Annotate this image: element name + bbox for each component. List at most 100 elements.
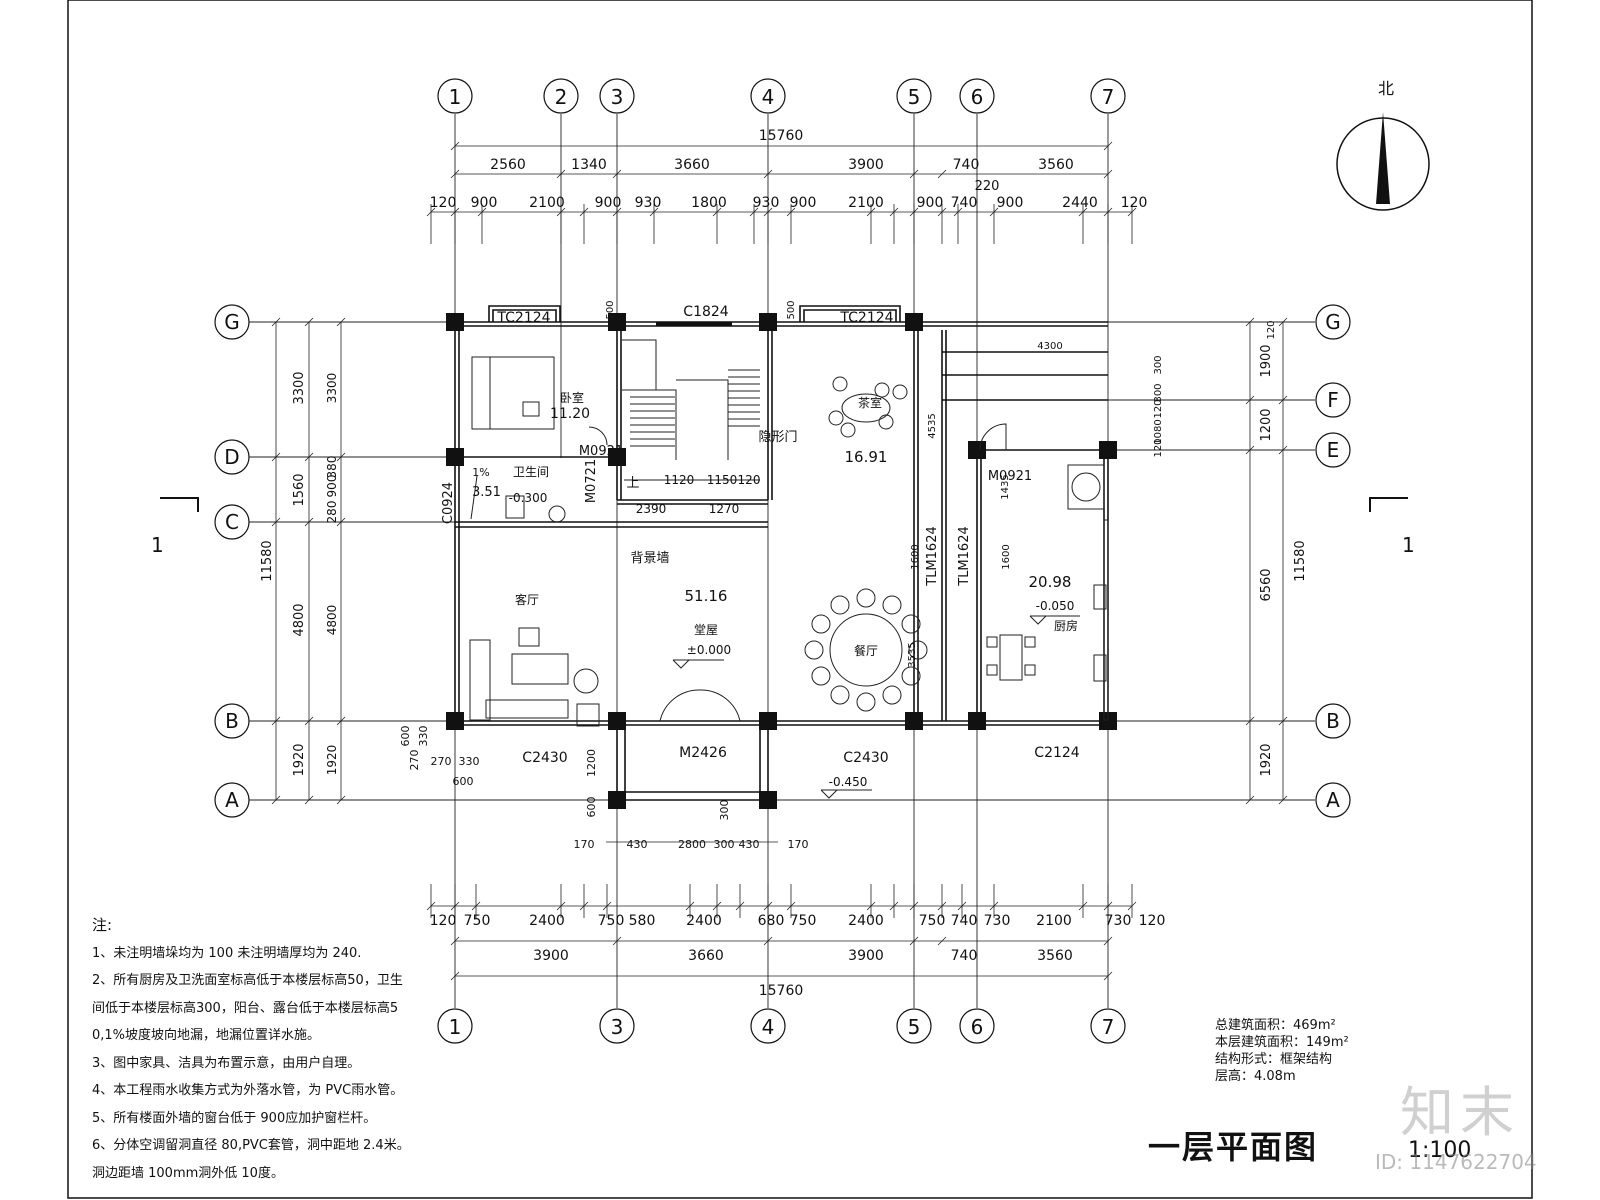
- dim-bottom-sub: 750: [464, 913, 491, 929]
- room-tearoom-area: 16.91: [845, 448, 888, 466]
- axis-bubble: [599, 78, 635, 114]
- room-bedroom-area: 11.20: [550, 406, 590, 422]
- axis-bubble: [437, 1008, 473, 1044]
- dim-top-mid: 3900: [848, 157, 884, 173]
- dim-bottom-sub: 2400: [848, 913, 884, 929]
- dim-tick: [271, 716, 281, 726]
- room-kitchen: 厨房: [1054, 618, 1078, 633]
- axis-label-right: E: [1327, 438, 1340, 462]
- north-label: 北: [1378, 79, 1394, 98]
- axis-bubble: [1315, 304, 1351, 340]
- dim-tick: [450, 141, 460, 151]
- door-swing: [979, 423, 1007, 451]
- dim-tick: [1245, 795, 1255, 805]
- axis-label-bottom: 5: [908, 1015, 921, 1039]
- dining-chair: [811, 614, 831, 634]
- dim-tick: [909, 169, 919, 179]
- dim-misc: 1600: [1001, 544, 1012, 569]
- structural-column: [905, 313, 923, 331]
- dim-porch: 170: [788, 838, 809, 851]
- dim-tick: [937, 936, 947, 946]
- dim-tick: [909, 936, 919, 946]
- axis-label-right: F: [1327, 388, 1339, 412]
- dim-tick: [271, 795, 281, 805]
- toilet: [505, 495, 525, 519]
- general-notes: 注: 1、未注明墙垛均为 100 未注明墙厚均为 240. 2、所有厨房及卫洗面…: [92, 912, 422, 1187]
- dining-chair: [901, 666, 921, 686]
- dim-bottom-sub: 730: [984, 913, 1011, 929]
- level-mark: [1029, 615, 1047, 625]
- structural-column: [905, 712, 923, 730]
- dim-top-sub: 1800: [691, 195, 727, 211]
- dim-tick: [612, 169, 622, 179]
- dim-tick: [304, 716, 314, 726]
- dim-tick: [1103, 936, 1113, 946]
- label-door-m0921-kitchen: M0921: [988, 469, 1032, 484]
- dim-top-mid: 2560: [490, 157, 526, 173]
- dim-top-mid: 3560: [1038, 157, 1074, 173]
- dim-bottom-sub: 750: [598, 913, 625, 929]
- bay-window: [492, 309, 557, 322]
- fridge: [1067, 464, 1105, 510]
- note-line-4: 0,1%坡度坡向地漏，地漏位置详水施。: [92, 1028, 321, 1043]
- axis-label-top: 1: [449, 85, 462, 109]
- dim-top-sub: 900: [790, 195, 817, 211]
- dim-top-sub: 120: [1121, 195, 1148, 211]
- dim-left-inner: 380: [325, 456, 339, 479]
- dim-total-top: 15760: [759, 128, 804, 144]
- dim-tick: [1245, 445, 1255, 455]
- structural-column: [1099, 441, 1117, 459]
- dim-left-inner: 4800: [325, 605, 339, 636]
- dim-top-sub: 900: [997, 195, 1024, 211]
- label-door-m2426: M2426: [679, 745, 727, 761]
- notes-title: 注:: [92, 916, 113, 934]
- section-mark-right: [1369, 497, 1408, 512]
- dining-table: [829, 613, 903, 687]
- note-line-2: 2、所有厨房及卫洗面室标高低于本楼层标高50，卫生: [92, 973, 403, 988]
- dim-tick: [1103, 971, 1113, 981]
- dim-bottom-sub: 750: [790, 913, 817, 929]
- dim-tick: [304, 517, 314, 527]
- dim-tick: [336, 716, 346, 726]
- dim-left-small: 600: [453, 775, 474, 788]
- tea-stool: [892, 384, 908, 400]
- level-mark: [820, 789, 838, 799]
- dim-left-mid: 3300: [292, 371, 307, 404]
- axis-label-left: C: [225, 510, 239, 534]
- room-bathroom-area: 3.51: [472, 485, 501, 500]
- axis-bubble: [1315, 382, 1351, 418]
- axis-label-right: B: [1326, 709, 1340, 733]
- structural-column: [608, 791, 626, 809]
- note-line-3: 间低于本楼层标高300，阳台、露台低于本楼层标高5: [92, 1000, 399, 1016]
- structural-column: [608, 448, 626, 466]
- dim-tick: [612, 936, 622, 946]
- dining-chair: [811, 666, 831, 686]
- dim-tick: [304, 795, 314, 805]
- dim-misc: 4535: [927, 413, 938, 438]
- wash-basin: [548, 505, 566, 523]
- dim-left-mid: 1920: [292, 743, 307, 776]
- axis-bubble: [750, 78, 786, 114]
- room-bathroom: 卫生间: [513, 465, 549, 479]
- dim-bottom-sub: 120: [1139, 913, 1166, 929]
- kitchen-chair: [986, 636, 998, 648]
- dining-chair: [882, 595, 902, 615]
- tea-stool: [874, 382, 890, 398]
- section-mark-left: [160, 497, 199, 512]
- label-window-c2430-right: C2430: [843, 750, 888, 766]
- note-line-7: 5、所有楼面外墙的窗台低于 900应加护窗栏杆。: [92, 1110, 377, 1126]
- dim-bottom-sub: 2400: [686, 913, 722, 929]
- room-tearoom: 茶室: [858, 395, 882, 410]
- dim-tick: [271, 317, 281, 327]
- axis-bubble: [959, 78, 995, 114]
- room-dining: 餐厅: [854, 643, 878, 658]
- dim-tick: [336, 795, 346, 805]
- dim-top-mid: 740: [953, 157, 980, 173]
- dim-left-mid: 4800: [292, 603, 307, 636]
- axis-label-bottom: 6: [971, 1015, 984, 1039]
- axis-bubble: [1315, 703, 1351, 739]
- label-door-tlm1624: TLM1624: [925, 526, 940, 586]
- floor-slope: [470, 475, 478, 520]
- structural-column: [968, 441, 986, 459]
